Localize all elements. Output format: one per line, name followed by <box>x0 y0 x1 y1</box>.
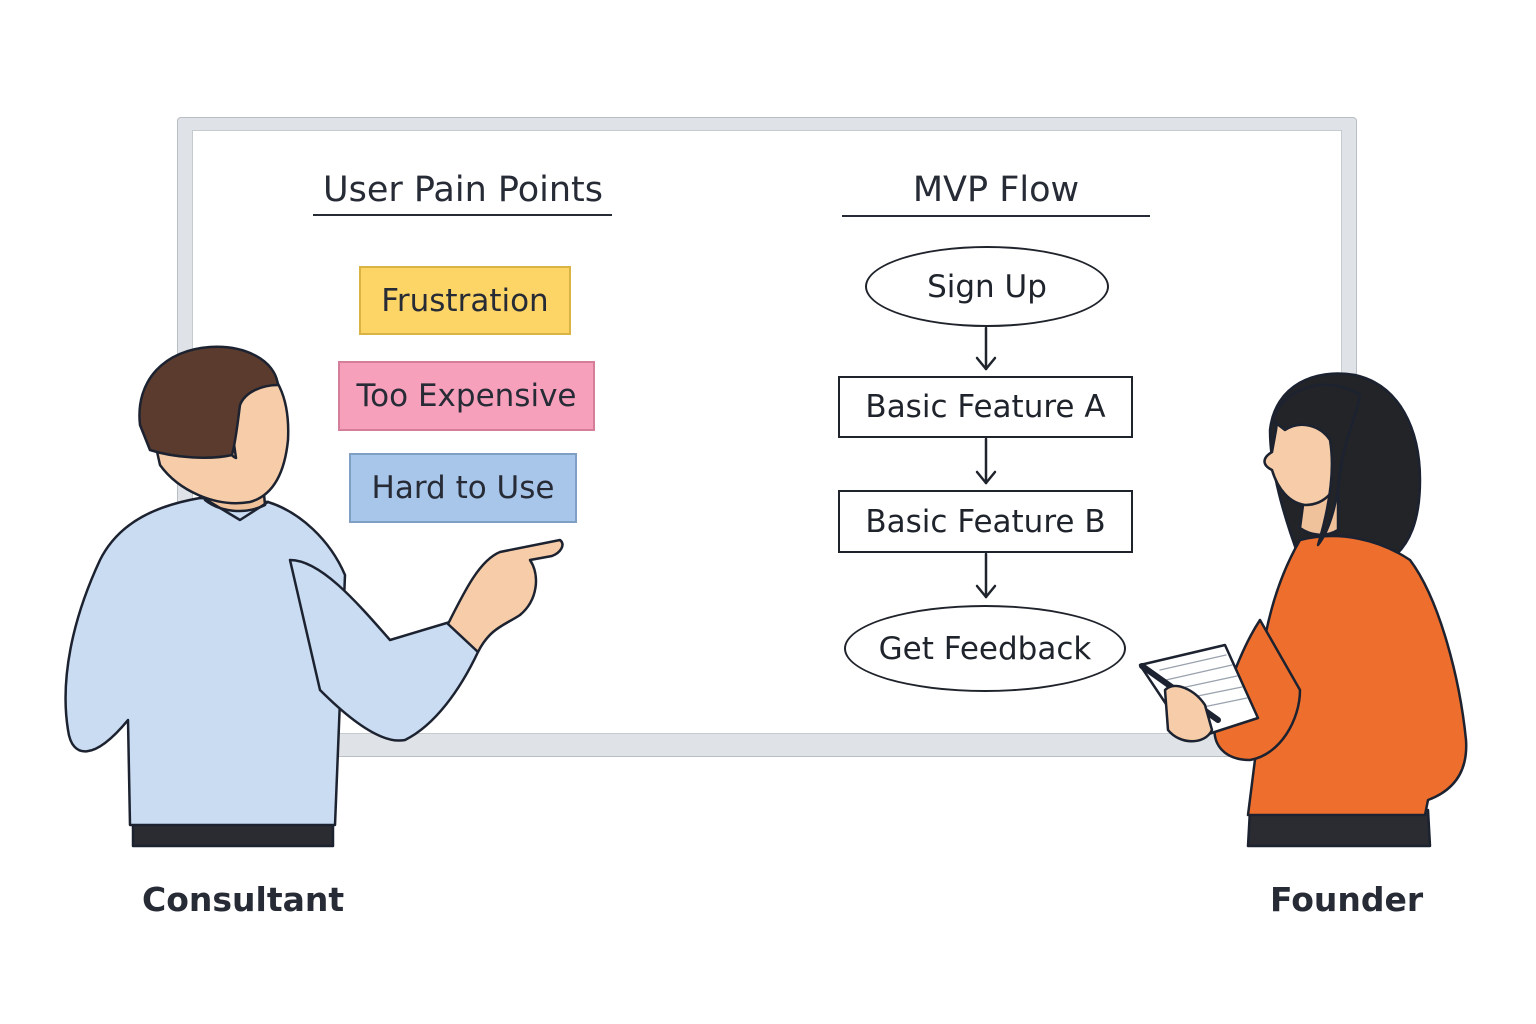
sticky-note-too-expensive: Too Expensive <box>338 361 595 431</box>
flow-step-get-feedback: Get Feedback <box>844 605 1126 692</box>
pain-points-underline <box>313 214 612 216</box>
flow-step-basic-feature-b: Basic Feature B <box>838 490 1133 553</box>
sticky-note-hard-to-use: Hard to Use <box>349 453 577 523</box>
flow-arrow-3 <box>975 552 997 599</box>
flow-arrow-2 <box>975 437 997 485</box>
mvp-flow-heading: MVP Flow <box>912 170 1080 210</box>
flow-step-sign-up: Sign Up <box>865 246 1109 327</box>
sticky-note-frustration: Frustration <box>359 266 571 335</box>
pain-points-heading: User Pain Points <box>322 170 604 210</box>
mvp-flow-underline <box>842 215 1150 217</box>
flow-arrow-1 <box>975 326 997 371</box>
consultant-label: Consultant <box>142 880 345 919</box>
founder-label: Founder <box>1270 880 1424 919</box>
flow-step-basic-feature-a: Basic Feature A <box>838 376 1133 438</box>
